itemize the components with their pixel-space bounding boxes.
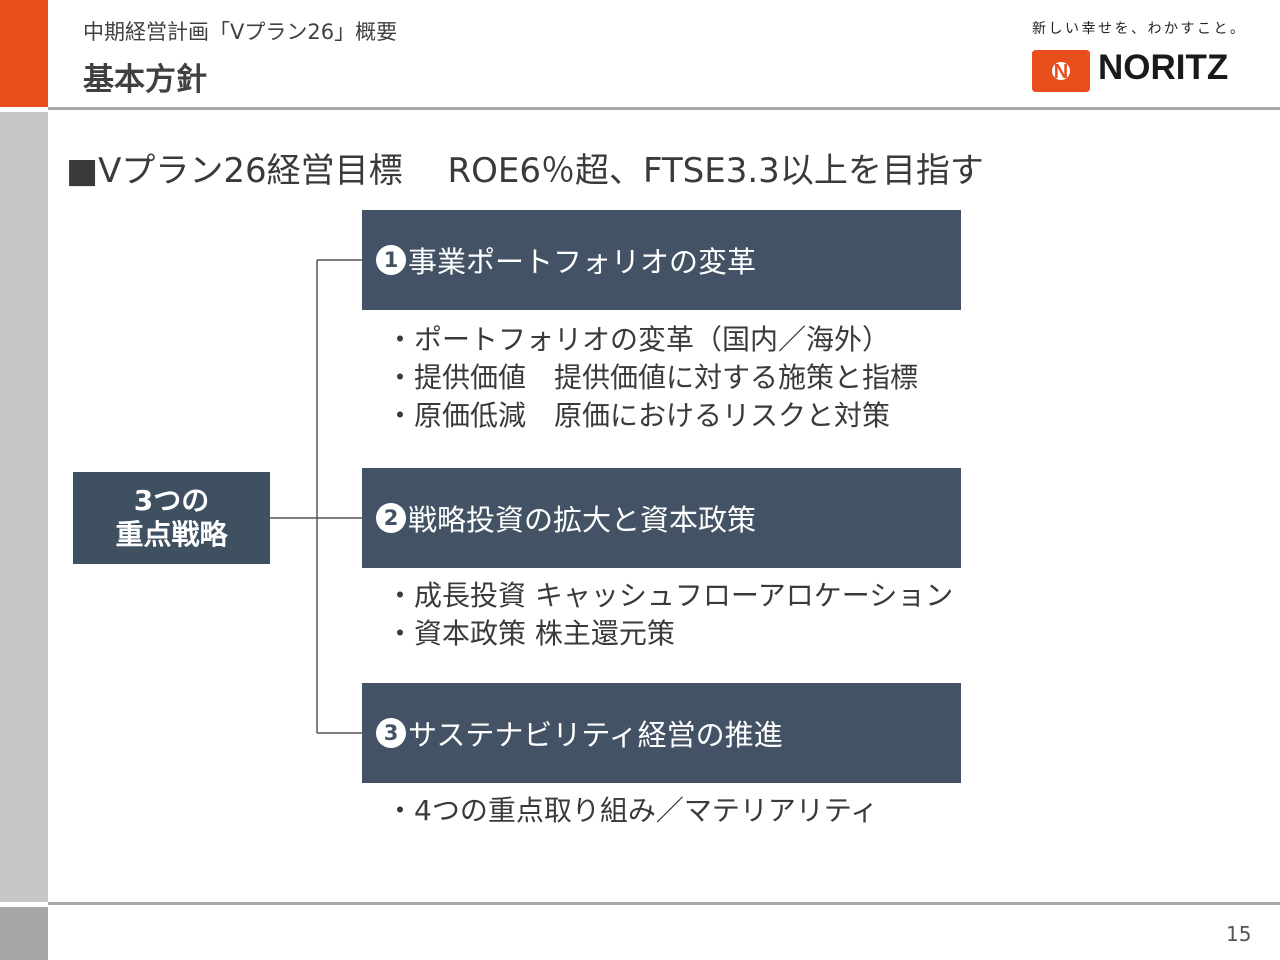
strategy-bullets-3: ・4つの重点取り組み／マテリアリティ xyxy=(386,792,878,830)
accent-bar xyxy=(0,0,48,107)
page-title: 基本方針 xyxy=(83,62,207,98)
core-line-1: 3つの xyxy=(133,484,210,518)
number-circle-icon: 2 xyxy=(376,503,406,533)
header-divider xyxy=(48,107,1280,110)
strategy-box-1: 1 事業ポートフォリオの変革 xyxy=(362,210,961,310)
strategy-box-2: 2 戦略投資の拡大と資本政策 xyxy=(362,468,961,568)
bullet-item: ・4つの重点取り組み／マテリアリティ xyxy=(386,794,879,827)
bullet-item: ・提供価値 提供価値に対する施策と指標 xyxy=(386,361,919,394)
strategy-title: 戦略投資の拡大と資本政策 xyxy=(408,503,757,537)
number-circle-icon: 3 xyxy=(376,718,406,748)
footer-divider xyxy=(48,902,1280,905)
core-strategy-box: 3つの 重点戦略 xyxy=(73,472,270,564)
bullet-item: ・成長投資 キャッシュフローアロケーション xyxy=(386,579,954,612)
footer-side-bar xyxy=(0,907,48,960)
bullet-item: ・原価低減 原価におけるリスクと対策 xyxy=(386,399,891,432)
strategy-title: サステナビリティ経営の推進 xyxy=(408,718,783,752)
brand-logo-text: NORITZ xyxy=(1098,48,1229,87)
logo-letter: N xyxy=(1054,61,1068,83)
bullet-item: ・ポートフォリオの変革（国内／海外） xyxy=(386,323,891,356)
brand-tagline: 新しい幸せを、わかすこと。 xyxy=(1032,21,1247,37)
strategy-title: 事業ポートフォリオの変革 xyxy=(408,245,757,279)
header-subtitle: 中期経営計画「Vプラン26」概要 xyxy=(83,20,398,44)
page-number: 15 xyxy=(1226,922,1252,946)
core-line-2: 重点戦略 xyxy=(115,518,228,551)
strategy-bullets-2: ・成長投資 キャッシュフローアロケーション ・資本政策 株主還元策 xyxy=(386,577,953,653)
strategy-bullets-1: ・ポートフォリオの変革（国内／海外） ・提供価値 提供価値に対する施策と指標 ・… xyxy=(386,321,918,435)
side-bar xyxy=(0,112,48,902)
bullet-item: ・資本政策 株主還元策 xyxy=(386,617,675,650)
noritz-logo-icon: N xyxy=(1032,50,1090,92)
strategy-box-3: 3 サステナビリティ経営の推進 xyxy=(362,683,961,783)
goal-headline: ■Vプラン26経営目標 ROE6％超、FTSE3.3以上を目指す xyxy=(66,151,984,191)
number-circle-icon: 1 xyxy=(376,245,406,275)
